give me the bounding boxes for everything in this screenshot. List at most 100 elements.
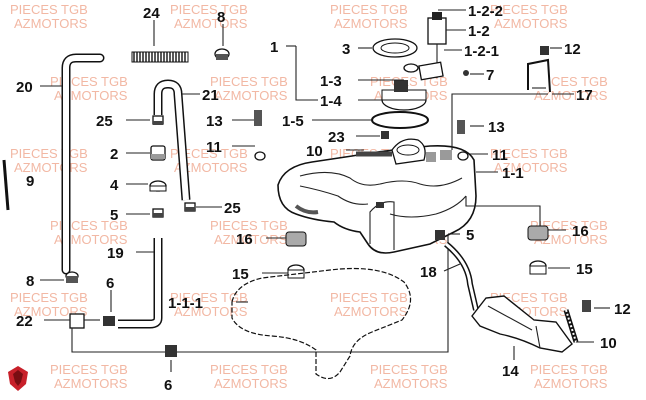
- bracket-17: [527, 58, 551, 93]
- clamp-25-top: [152, 115, 164, 125]
- part-labels: 24 8 20 21 25 2 4 5 25 19 9 8 6 22 6 1-1…: [16, 3, 631, 394]
- bolt-12-top: [540, 46, 549, 55]
- valve-2: [150, 145, 166, 161]
- grommet-1-2-1: [418, 61, 444, 81]
- label-14: 14: [502, 363, 519, 380]
- watermark-line2: AZMOTORS: [214, 88, 288, 103]
- bolt-7: [463, 70, 469, 76]
- clamp-25-right: [184, 202, 196, 212]
- bolt-13-right: [457, 120, 465, 134]
- watermark-line2: AZMOTORS: [174, 304, 248, 319]
- hose-21: [153, 79, 191, 201]
- label-23: 23: [328, 129, 345, 146]
- o-ring-1-3: [403, 63, 419, 73]
- label-12-top: 12: [564, 41, 581, 58]
- label-24: 24: [143, 5, 160, 22]
- watermark-line2: AZMOTORS: [214, 376, 288, 391]
- watermark-line2: AZMOTORS: [334, 16, 408, 31]
- watermark-line1: PIECES TGB: [490, 146, 568, 161]
- lock-ring-3: [372, 38, 418, 58]
- clamp-6-bottom: [165, 345, 177, 357]
- hose-19: [118, 238, 163, 329]
- label-1: 1: [270, 39, 278, 56]
- fuel-pump-1-4: [381, 80, 427, 111]
- label-1-2-1: 1-2-1: [464, 43, 499, 60]
- watermark-line1: PIECES TGB: [490, 2, 568, 17]
- hose-20: [61, 53, 105, 275]
- filter-4: [149, 180, 167, 192]
- watermark-line1: PIECES TGB: [210, 218, 288, 233]
- label-18: 18: [420, 264, 437, 281]
- watermark-line1: PIECES TGB: [10, 290, 88, 305]
- watermark-line1: PIECES TGB: [210, 74, 288, 89]
- hose-18: [444, 241, 479, 311]
- label-19: 19: [107, 245, 124, 262]
- label-1-4: 1-4: [320, 93, 342, 110]
- label-6-top: 6: [106, 275, 114, 292]
- label-6-bottom: 6: [164, 377, 172, 394]
- label-1-1: 1-1: [502, 165, 524, 182]
- label-17: 17: [576, 87, 593, 104]
- rubber-mount-16-left: [285, 231, 307, 247]
- watermark-line1: PIECES TGB: [330, 290, 408, 305]
- watermark-line2: AZMOTORS: [54, 88, 128, 103]
- label-10-right: 10: [600, 335, 617, 352]
- clamp-8-top: [214, 48, 230, 60]
- spring-10-right: [563, 309, 579, 343]
- watermark-line2: AZMOTORS: [54, 376, 128, 391]
- watermark-line1: PIECES TGB: [530, 218, 608, 233]
- watermark-line2: AZMOTORS: [174, 160, 248, 175]
- bolt-12-bottom: [582, 300, 591, 312]
- label-15-right: 15: [576, 261, 593, 278]
- watermark-line1: PIECES TGB: [330, 2, 408, 17]
- label-4: 4: [110, 177, 119, 194]
- fuel-tank-10: [277, 138, 477, 254]
- label-1-3: 1-3: [320, 73, 342, 90]
- clamp-5-right: [435, 230, 445, 240]
- label-5-left: 5: [110, 207, 118, 224]
- label-11-left: 11: [206, 139, 222, 156]
- watermark-line2: AZMOTORS: [494, 16, 568, 31]
- watermark-line2: AZMOTORS: [54, 232, 128, 247]
- watermark-line1: PIECES TGB: [10, 146, 88, 161]
- collar-15-right: [529, 260, 547, 275]
- watermark-line1: PIECES TGB: [170, 146, 248, 161]
- label-5-right: 5: [466, 227, 474, 244]
- label-20: 20: [16, 79, 33, 96]
- bolt-23: [381, 131, 389, 139]
- corrugated-hose-24: [131, 51, 189, 63]
- clamp-5-left: [152, 208, 164, 218]
- label-3: 3: [342, 41, 350, 58]
- tank-seal-1-1-1: [231, 267, 412, 380]
- watermark-line2: AZMOTORS: [494, 160, 568, 175]
- watermark-line1: PIECES TGB: [50, 362, 128, 377]
- label-21: 21: [202, 87, 219, 104]
- clamp-8-left: [65, 271, 79, 283]
- label-13-right: 13: [488, 119, 505, 136]
- clamp-6-top: [103, 316, 115, 326]
- label-1-2: 1-2: [468, 23, 490, 40]
- label-7: 7: [486, 67, 494, 84]
- label-11-right: 11: [492, 147, 508, 164]
- label-16-right: 16: [572, 223, 589, 240]
- label-15-left: 15: [232, 266, 249, 283]
- label-9: 9: [26, 173, 34, 190]
- watermark-line2: AZMOTORS: [534, 88, 608, 103]
- leader-frame-bottom: [71, 232, 449, 353]
- watermark-line2: AZMOTORS: [534, 232, 608, 247]
- watermark-line2: AZMOTORS: [334, 304, 408, 319]
- watermark-line2: AZMOTORS: [174, 16, 248, 31]
- mount-bracket-14: [471, 295, 573, 353]
- grommet-11-right: [457, 151, 469, 161]
- watermark-line1: PIECES TGB: [10, 2, 88, 17]
- watermark-line2: AZMOTORS: [214, 232, 288, 247]
- watermark-line1: PIECES TGB: [170, 2, 248, 17]
- collar-15-left: [287, 264, 305, 279]
- label-1-5: 1-5: [282, 113, 304, 130]
- label-10-tank: 10: [306, 143, 323, 160]
- gasket-1-5: [371, 111, 429, 129]
- label-8-left: 8: [26, 273, 34, 290]
- bolt-13-left: [254, 110, 262, 126]
- label-1-1-1: 1-1-1: [168, 295, 203, 312]
